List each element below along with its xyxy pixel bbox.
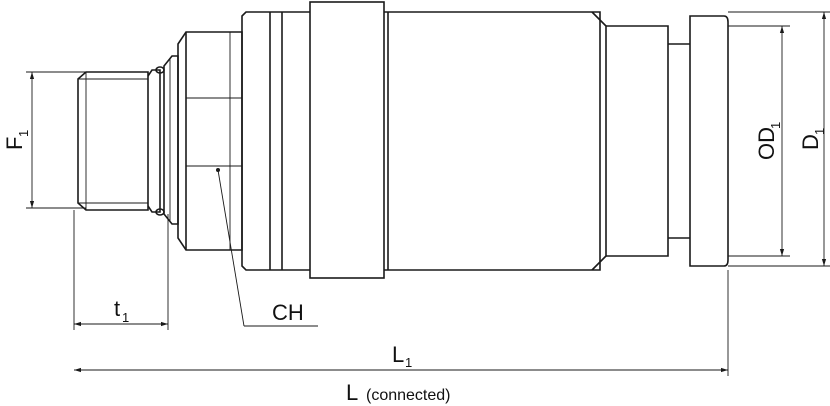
d1-label: D [798,134,823,150]
t1-label: t [114,296,120,321]
d1-subscript: 1 [812,128,827,135]
socket-end [606,15,729,267]
od1-label: OD [754,127,779,160]
t1-subscript: 1 [122,310,129,325]
threaded-male-end [77,66,165,216]
dim-od1: OD 1 [728,25,790,257]
dim-l1: L 1 [74,270,729,376]
hex-nut [177,31,243,251]
dim-l: L (connected) [346,380,451,405]
l-note: (connected) [366,387,451,404]
taper-step [591,11,607,271]
od1-subscript: 1 [768,122,783,129]
l1-label: L [392,342,404,367]
ch-label: CH [272,300,304,325]
f1-label: F [2,137,27,150]
l1-subscript: 1 [405,355,412,370]
dim-d1: D 1 [728,11,830,267]
main-body [241,11,601,271]
ch-callout: CH [216,168,318,327]
f1-subscript: 1 [16,130,31,137]
l-label: L [346,380,358,405]
locking-sleeve [309,1,385,279]
dim-f1: F 1 [2,71,86,209]
dim-t1: t 1 [73,210,169,330]
seal-ring [163,55,179,225]
